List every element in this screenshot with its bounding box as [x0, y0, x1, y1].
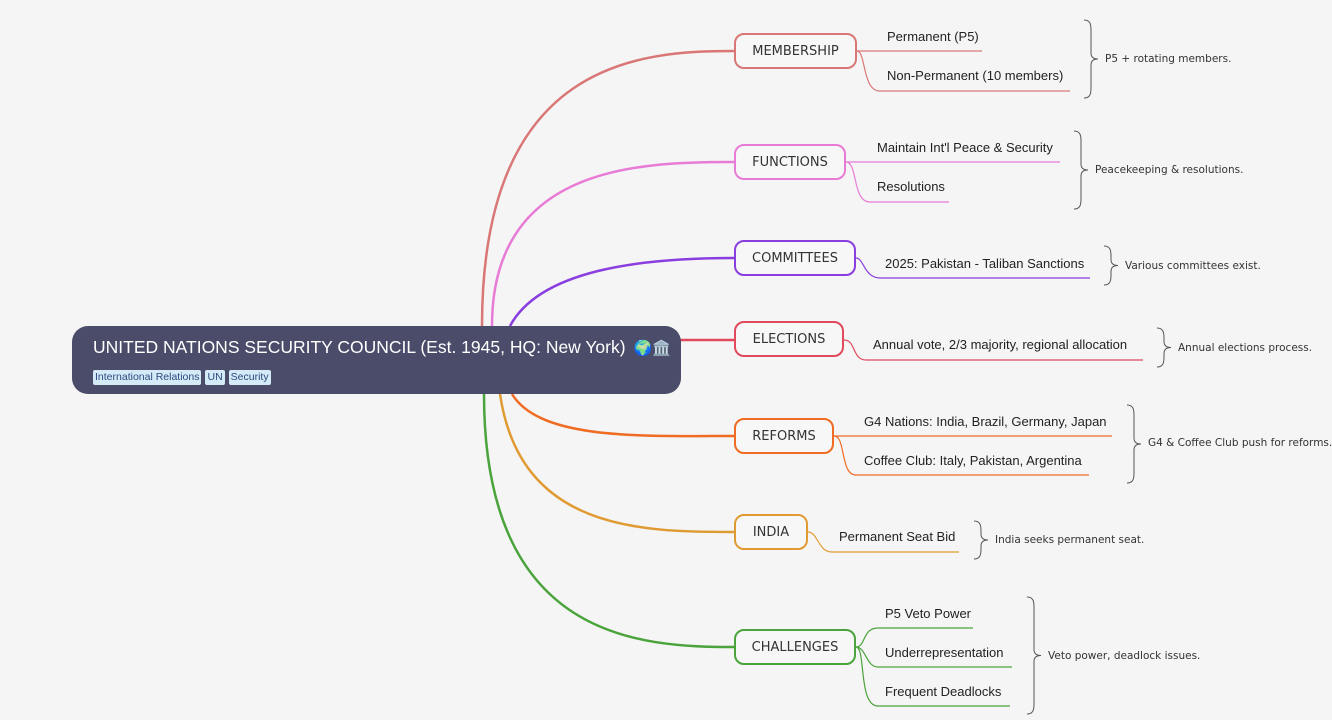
summary-brace-functions — [1073, 130, 1089, 210]
leaf-connector-functions-1 — [845, 161, 949, 203]
summary-committees[interactable]: Various committees exist. — [1125, 260, 1261, 272]
leaf-underrepresentation[interactable]: Underrepresentation — [885, 645, 1004, 660]
branch-committees[interactable]: COMMITTEES — [734, 240, 856, 276]
branch-elections[interactable]: ELECTIONS — [734, 321, 844, 357]
connector-india — [498, 393, 735, 534]
summary-challenges[interactable]: Veto power, deadlock issues. — [1048, 650, 1201, 662]
summary-india[interactable]: India seeks permanent seat. — [995, 534, 1145, 546]
summary-brace-elections — [1156, 327, 1172, 368]
connector-functions — [490, 160, 735, 327]
connector-membership — [480, 49, 735, 327]
tag-security[interactable]: Security — [228, 370, 271, 385]
summary-brace-india — [973, 520, 989, 560]
leaf-veto-power[interactable]: P5 Veto Power — [885, 606, 971, 621]
connector-committees — [508, 256, 735, 327]
leaf-coffee-club[interactable]: Coffee Club: Italy, Pakistan, Argentina — [864, 453, 1082, 468]
summary-elections[interactable]: Annual elections process. — [1178, 342, 1313, 354]
leaf-connector-challenges-1 — [855, 646, 1012, 668]
leaf-annual-vote[interactable]: Annual vote, 2/3 majority, regional allo… — [873, 337, 1128, 352]
summary-brace-committees — [1103, 245, 1119, 286]
branch-membership[interactable]: MEMBERSHIP — [734, 33, 857, 69]
tag-international-relations[interactable]: International Relations — [93, 370, 202, 385]
leaf-connector-reforms-1 — [833, 435, 1089, 476]
branch-functions[interactable]: FUNCTIONS — [734, 144, 846, 180]
summary-brace-challenges — [1026, 596, 1042, 715]
branch-reforms[interactable]: REFORMS — [734, 418, 834, 454]
leaf-connector-challenges-0 — [855, 627, 973, 648]
leaf-permanent-p5[interactable]: Permanent (P5) — [887, 29, 979, 44]
branch-india[interactable]: INDIA — [734, 514, 808, 550]
mindmap-connectors — [480, 19, 1172, 715]
tag-list: International Relations UN Security — [93, 370, 660, 385]
leaf-non-permanent[interactable]: Non-Permanent (10 members) — [887, 68, 1064, 83]
globe-building-icons: 🌍🏛️ — [633, 340, 671, 357]
leaf-maintain-peace[interactable]: Maintain Int'l Peace & Security — [877, 140, 1053, 155]
leaf-taliban-sanctions[interactable]: 2025: Pakistan - Taliban Sanctions — [885, 256, 1085, 271]
summary-reforms[interactable]: G4 & Coffee Club push for reforms. — [1148, 437, 1332, 449]
root-title: UNITED NATIONS SECURITY COUNCIL (Est. 19… — [93, 337, 626, 357]
leaf-connector-elections-0 — [843, 339, 1143, 361]
connector-reforms — [510, 393, 735, 438]
connector-challenges — [482, 393, 735, 649]
leaf-resolutions[interactable]: Resolutions — [877, 179, 945, 194]
tag-un[interactable]: UN — [205, 370, 225, 385]
leaf-frequent-deadlocks[interactable]: Frequent Deadlocks — [885, 684, 1002, 699]
summary-brace-reforms — [1126, 404, 1142, 484]
leaf-connector-india-0 — [807, 531, 959, 553]
leaf-g4-nations[interactable]: G4 Nations: India, Brazil, Germany, Japa… — [864, 414, 1107, 429]
root-topic[interactable]: UNITED NATIONS SECURITY COUNCIL (Est. 19… — [72, 326, 681, 394]
leaf-permanent-seat-bid[interactable]: Permanent Seat Bid — [839, 529, 956, 544]
branch-challenges[interactable]: CHALLENGES — [734, 629, 856, 665]
leaf-connector-membership-1 — [856, 50, 1070, 92]
summary-brace-membership — [1083, 19, 1099, 99]
leaf-connector-committees-0 — [855, 257, 1090, 279]
summary-functions[interactable]: Peacekeeping & resolutions. — [1095, 164, 1244, 176]
summary-membership[interactable]: P5 + rotating members. — [1105, 53, 1232, 65]
leaf-connector-challenges-2 — [855, 646, 1010, 707]
